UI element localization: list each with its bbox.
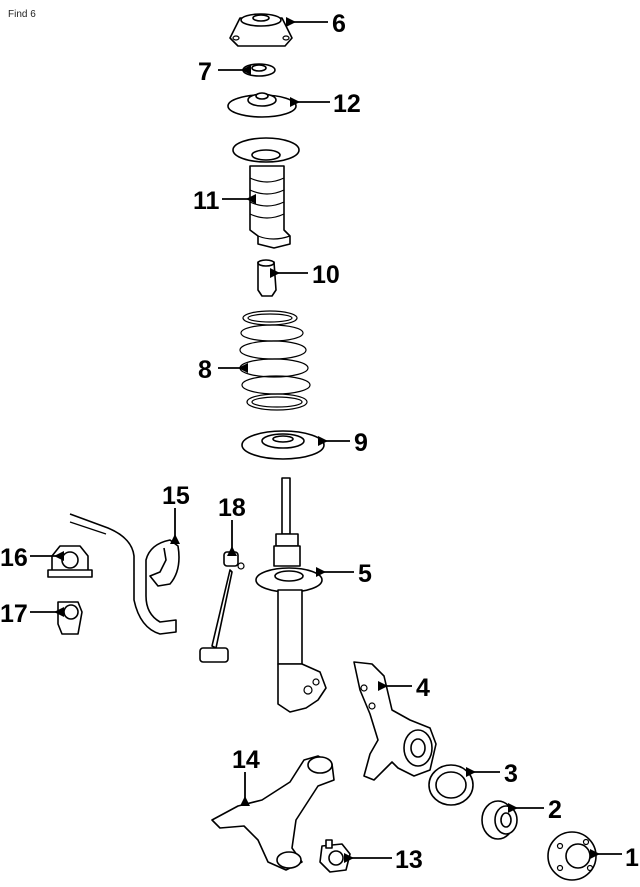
- callout-1: 1: [625, 844, 639, 872]
- callout-12: 12: [333, 90, 361, 118]
- part-3-seal[interactable]: [428, 764, 474, 806]
- callout-9: 9: [354, 429, 368, 457]
- callout-15: 15: [162, 482, 190, 510]
- part-16-bushing-bracket[interactable]: [47, 545, 93, 578]
- callout-8: 8: [198, 356, 212, 384]
- callout-6: 6: [332, 10, 346, 38]
- callout-3: 3: [504, 760, 518, 788]
- part-4-knuckle[interactable]: [353, 661, 437, 781]
- part-11-dust-boot[interactable]: [232, 137, 300, 249]
- part-5-strut[interactable]: [255, 477, 327, 713]
- callout-16: 16: [0, 544, 28, 572]
- callout-13: 13: [395, 846, 423, 874]
- part-6-strut-mount[interactable]: [229, 13, 293, 47]
- callout-2: 2: [548, 796, 562, 824]
- callout-labels: 1 2 3 4 5 6 7 8 9 10 11 12 13 14 15 16 1…: [0, 10, 639, 874]
- callout-5: 5: [358, 560, 372, 588]
- part-13-ball-joint[interactable]: [319, 839, 351, 873]
- part-18-stabilizer-link[interactable]: [199, 551, 245, 663]
- part-7-bearing[interactable]: [242, 63, 276, 77]
- callout-7: 7: [198, 58, 212, 86]
- part-2-wheel-bearing[interactable]: [481, 800, 518, 840]
- part-1-hub[interactable]: [547, 831, 597, 881]
- callout-10: 10: [312, 261, 340, 289]
- callout-18: 18: [218, 494, 246, 522]
- callout-11: 11: [193, 187, 220, 215]
- part-9-lower-insulator[interactable]: [241, 430, 325, 460]
- part-12-upper-seat[interactable]: [227, 92, 297, 118]
- part-14-lower-control-arm[interactable]: [211, 755, 335, 871]
- part-15-stabilizer-bar[interactable]: [69, 513, 180, 635]
- part-17-bushing[interactable]: [57, 601, 83, 635]
- part-10-bump-stop[interactable]: [257, 259, 277, 297]
- callout-14: 14: [232, 746, 260, 774]
- callout-4: 4: [416, 674, 430, 702]
- callout-17: 17: [0, 600, 28, 628]
- find-label: Find 6: [8, 9, 36, 20]
- part-8-coil-spring[interactable]: [239, 310, 311, 411]
- leader-lines: [30, 17, 622, 863]
